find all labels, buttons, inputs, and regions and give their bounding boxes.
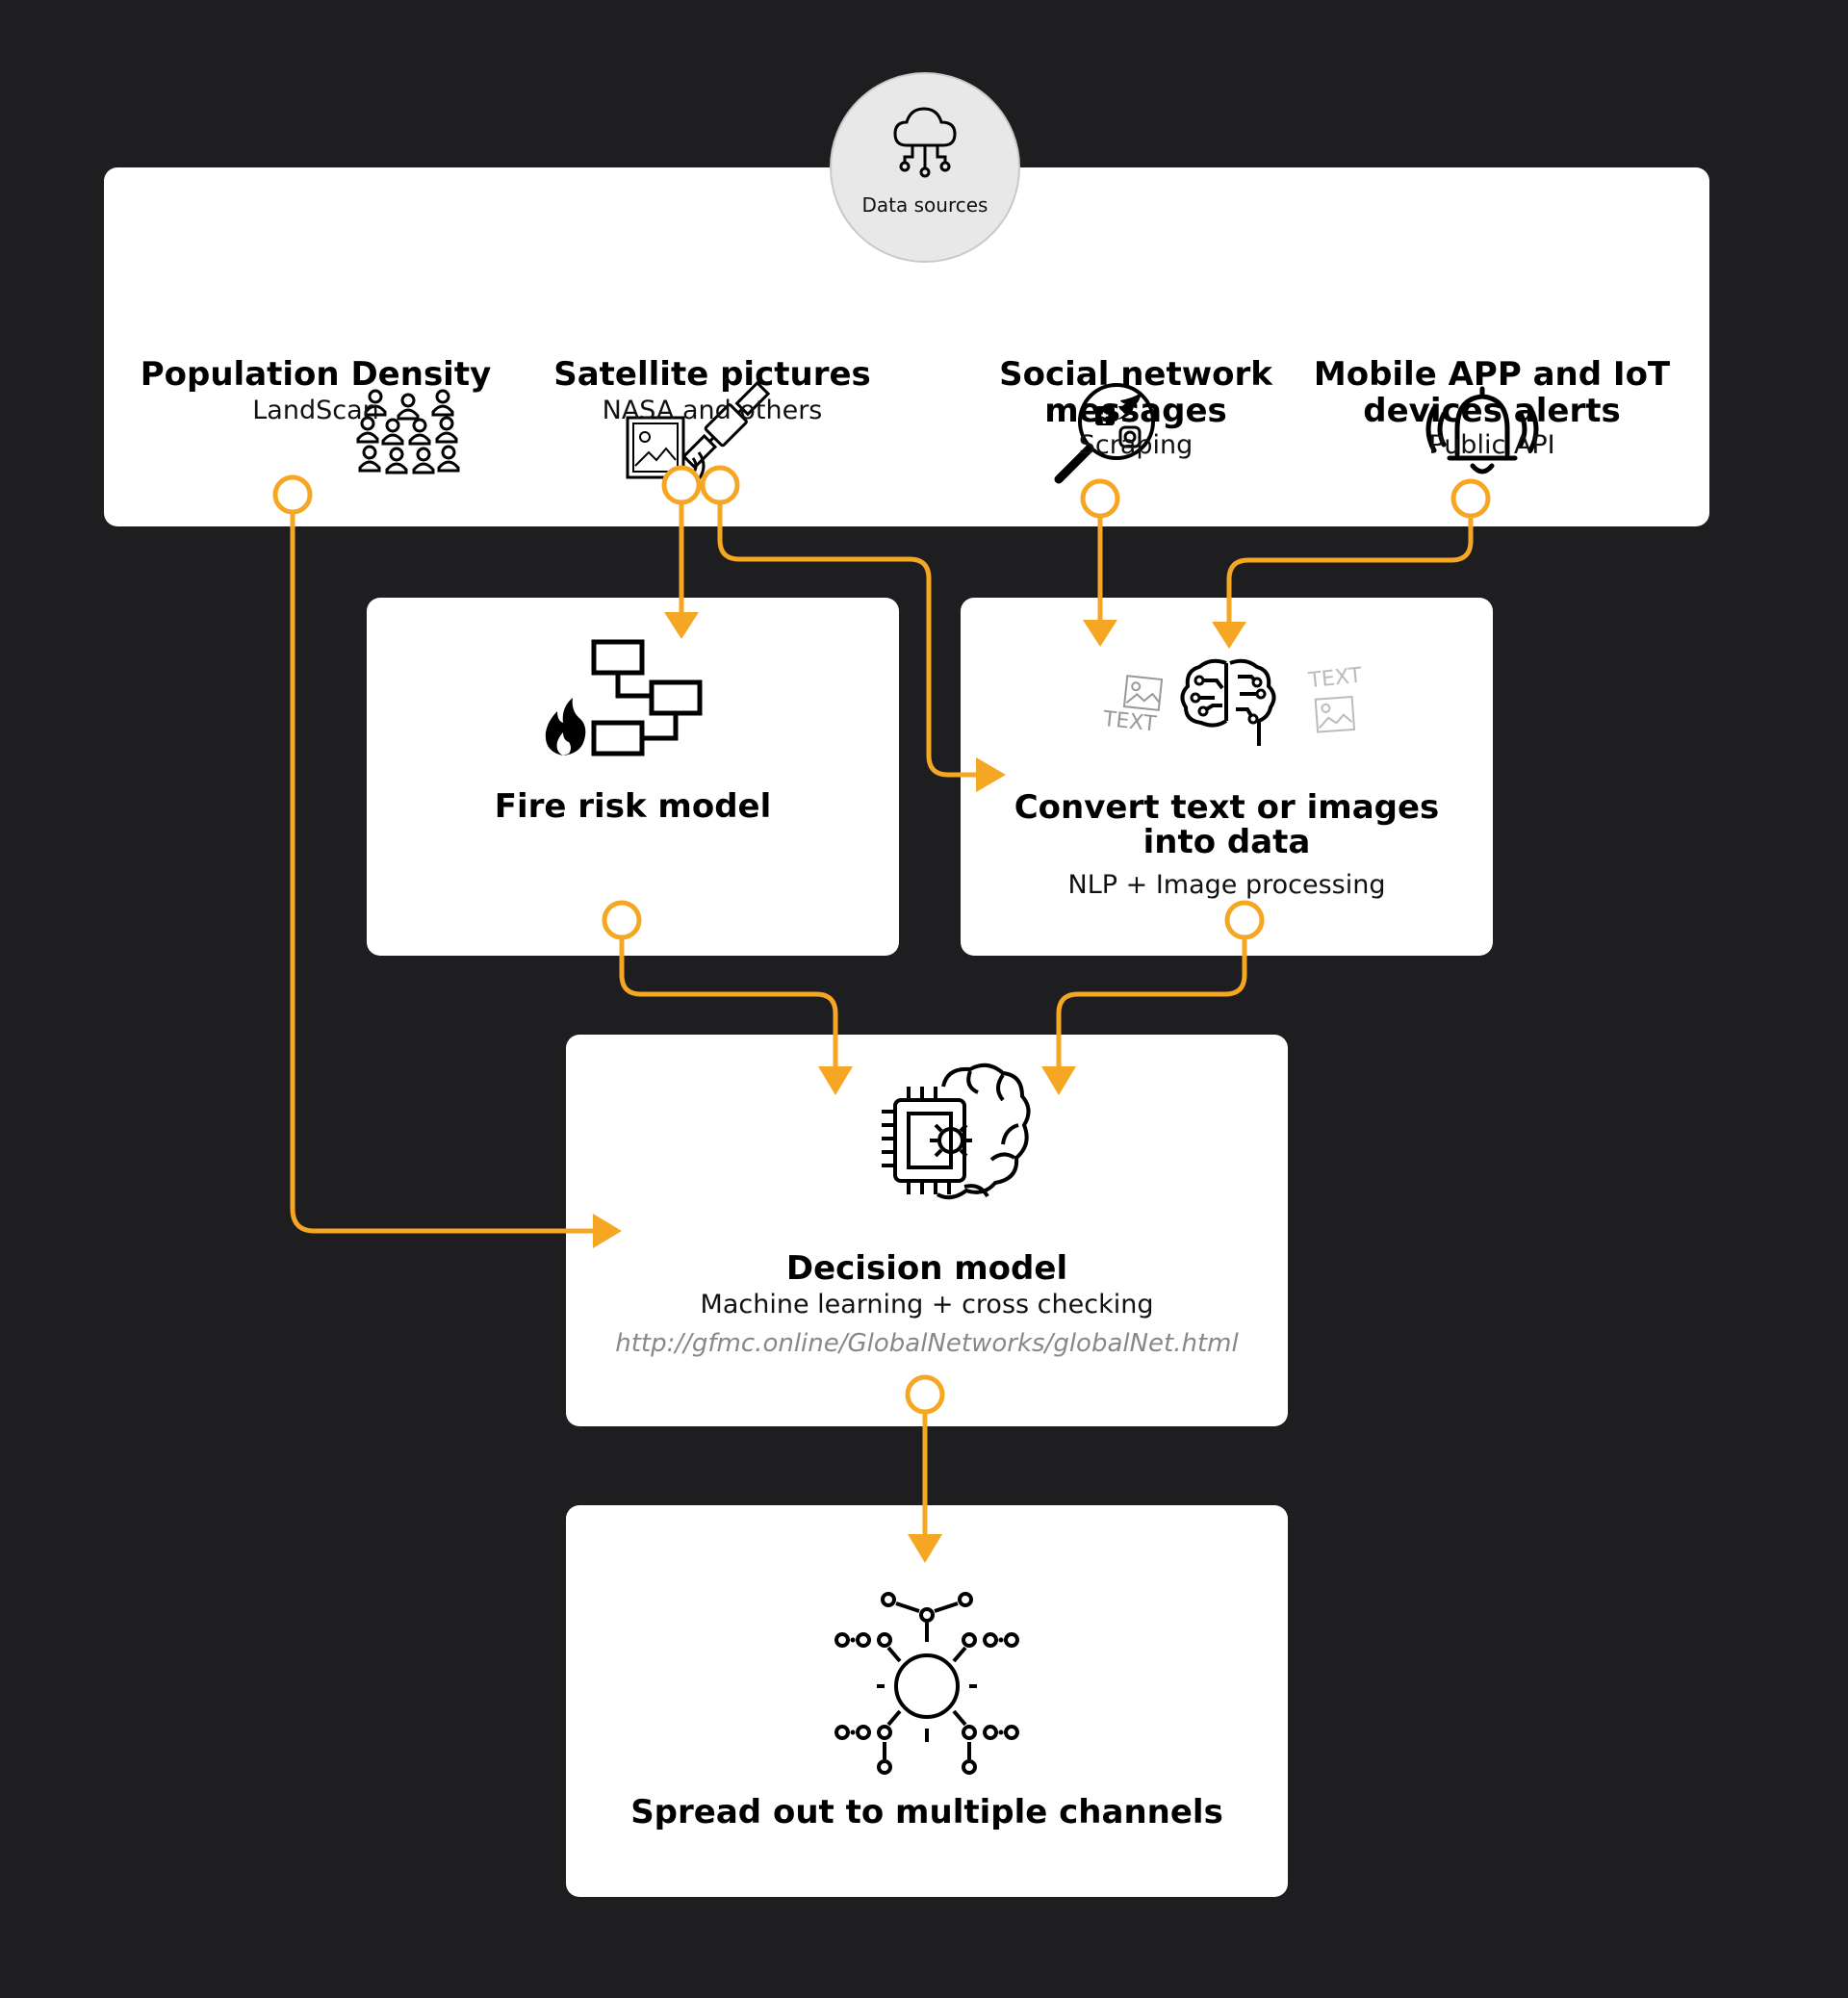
svg-text:f: f bbox=[1101, 409, 1109, 428]
connector-fire-to-decision bbox=[619, 935, 838, 1070]
title-line: into data bbox=[1142, 823, 1311, 861]
doc-text-label: TEXT bbox=[1306, 663, 1363, 693]
text-image-doc-icon: TEXT bbox=[1306, 663, 1364, 733]
convert-subtitle: NLP + Image processing bbox=[1067, 870, 1386, 900]
arrowhead bbox=[664, 612, 699, 639]
network-hub-icon bbox=[834, 1592, 1019, 1775]
spread-channels-card: Spread out to multiple channels bbox=[566, 1505, 1288, 1897]
arrowhead bbox=[593, 1214, 622, 1248]
decision-model-card: Decision model Machine learning + cross … bbox=[566, 1035, 1288, 1426]
chip-brain-gear-icon bbox=[882, 1063, 1031, 1200]
arrowhead bbox=[908, 1534, 942, 1563]
connector-port bbox=[1080, 478, 1120, 519]
data-sources-badge: Data sources bbox=[830, 72, 1020, 263]
connector-port bbox=[700, 465, 740, 505]
doc-text-label: TEXT bbox=[1101, 707, 1158, 737]
arrowhead bbox=[1041, 1066, 1076, 1095]
cloud-network-icon bbox=[893, 107, 957, 178]
bell-alert-icon bbox=[1425, 386, 1539, 474]
satellite-pictures-subtitle: NASA and others bbox=[602, 396, 823, 425]
title-line: devices alerts bbox=[1363, 392, 1621, 430]
data-sources-label: Data sources bbox=[861, 193, 988, 217]
connector-port bbox=[661, 465, 702, 505]
connector-port bbox=[905, 1374, 945, 1415]
fire-risk-model-card: Fire risk model bbox=[367, 598, 899, 956]
text-image-doc-icon: TEXT bbox=[1101, 675, 1164, 737]
mobile-app-subtitle: Public API bbox=[1428, 430, 1555, 460]
title-line: Mobile APP and IoT bbox=[1313, 355, 1671, 394]
connector-port bbox=[1224, 900, 1265, 940]
title-line: messages bbox=[1044, 392, 1227, 430]
crowd-icon bbox=[356, 389, 460, 474]
convert-title: Convert text or images into data bbox=[961, 790, 1493, 859]
social-network-title: Social network messages bbox=[953, 356, 1319, 429]
fire-risk-model-title: Fire risk model bbox=[494, 787, 772, 826]
social-search-icon: f bbox=[1054, 383, 1155, 484]
mobile-app-title: Mobile APP and IoT devices alerts bbox=[1299, 356, 1684, 429]
population-density-subtitle: LandScan bbox=[252, 396, 379, 425]
decision-model-url: http://gfmc.online/GlobalNetworks/global… bbox=[615, 1329, 1239, 1358]
spread-channels-title: Spread out to multiple channels bbox=[630, 1793, 1223, 1832]
connector-port bbox=[1450, 478, 1491, 519]
connector-convert-to-decision bbox=[1056, 935, 1247, 1070]
connector-mobile-to-convert bbox=[1226, 516, 1474, 622]
ai-brain-icon bbox=[1180, 658, 1276, 746]
arrowhead bbox=[1083, 620, 1117, 647]
arrowhead bbox=[1212, 622, 1246, 649]
connector-port bbox=[272, 474, 313, 515]
satellite-pictures-title: Satellite pictures bbox=[553, 355, 871, 394]
connector-port bbox=[602, 900, 642, 940]
connector-population-to-decision bbox=[290, 513, 599, 1234]
social-network-subtitle: Scraping bbox=[1078, 430, 1194, 460]
convert-data-card: TEXT TEXT Conver bbox=[961, 598, 1493, 956]
title-line: Social network bbox=[999, 355, 1272, 394]
title-line: Convert text or images bbox=[1014, 788, 1440, 827]
arrowhead bbox=[818, 1066, 853, 1095]
decision-model-subtitle: Machine learning + cross checking bbox=[700, 1290, 1154, 1319]
satellite-icon bbox=[626, 381, 771, 480]
arrowhead bbox=[976, 757, 1006, 792]
decision-model-title: Decision model bbox=[785, 1249, 1068, 1288]
population-density-title: Population Density bbox=[140, 355, 492, 394]
connector-satellite-to-convert bbox=[717, 502, 976, 778]
fire-flowchart-icon bbox=[545, 639, 703, 756]
